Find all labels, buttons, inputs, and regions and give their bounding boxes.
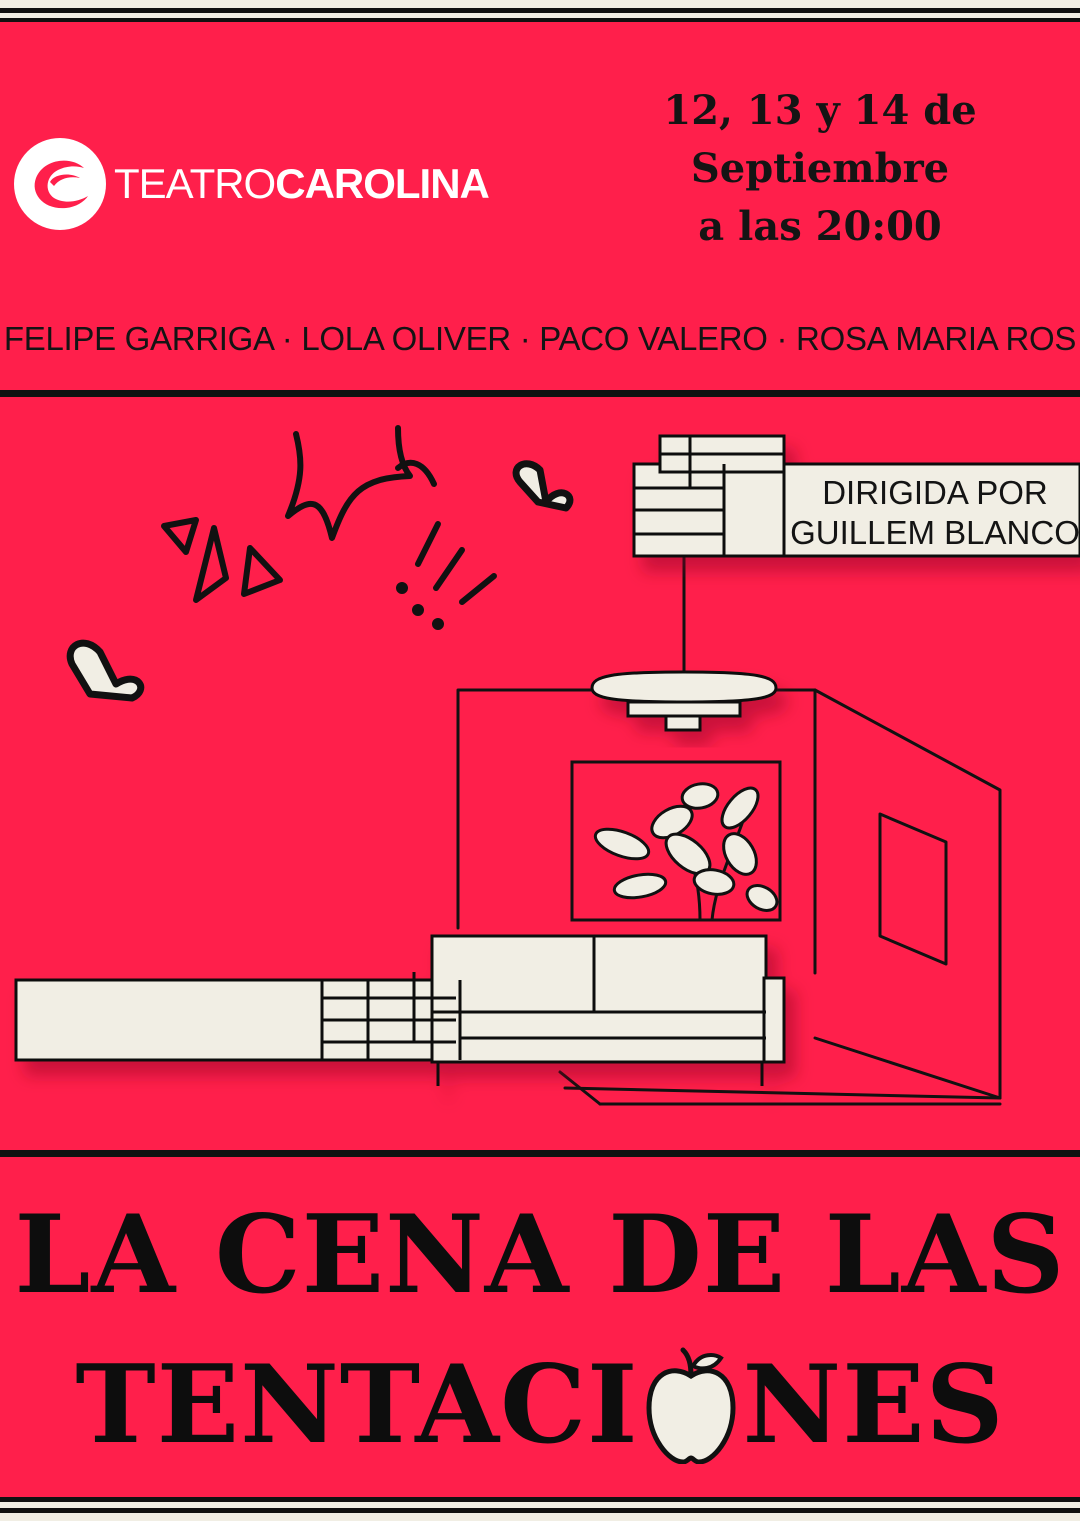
director-name: GUILLEM BLANCO (790, 514, 1080, 551)
apple-icon (646, 1347, 736, 1464)
dates-line: Septiembre (690, 145, 950, 192)
sofa (14, 934, 786, 1086)
dates-line: a las 20:00 (698, 203, 942, 250)
venue-logo: TEATROCAROLINA (14, 136, 534, 232)
dates-line: 12, 13 y 14 de (663, 87, 977, 134)
play-title: LA CENA DE LAS TENTACI NES (0, 1190, 1080, 1470)
wall-shelf (632, 434, 1080, 558)
top-border-line (0, 18, 1080, 22)
title-line-2-end: NES (742, 1342, 1005, 1468)
divider-top (0, 390, 1080, 397)
plant-window (570, 760, 782, 922)
venue-name: TEATROCAROLINA (114, 160, 490, 208)
venue-name-bold: CAROLINA (275, 160, 490, 207)
bottom-border-line (0, 1497, 1080, 1502)
theater-logo-icon (14, 138, 106, 230)
ceiling-lamp (590, 670, 778, 732)
doodle-marks (161, 425, 497, 630)
bottom-border-line (0, 1508, 1080, 1513)
venue-name-light: TEATRO (114, 160, 276, 207)
director-credit: DIRIGIDA POR GUILLEM BLANCO (785, 470, 1080, 556)
title-line-2: TENTACI NES (0, 1340, 1080, 1470)
top-border-line (0, 8, 1080, 13)
title-line-1: LA CENA DE LAS (14, 1192, 1066, 1318)
director-label: DIRIGIDA POR (822, 474, 1048, 511)
living-room-illustration (14, 425, 1080, 1106)
divider-bottom (0, 1150, 1080, 1157)
heart-icon (66, 639, 145, 702)
show-dates: 12, 13 y 14 de Septiembre a las 20:00 (620, 82, 1020, 256)
heart-icon (512, 460, 574, 512)
title-line-2-start: TENTACI (75, 1342, 639, 1468)
cast-list: FELIPE GARRIGA · LOLA OLIVER · PACO VALE… (3, 320, 1077, 357)
